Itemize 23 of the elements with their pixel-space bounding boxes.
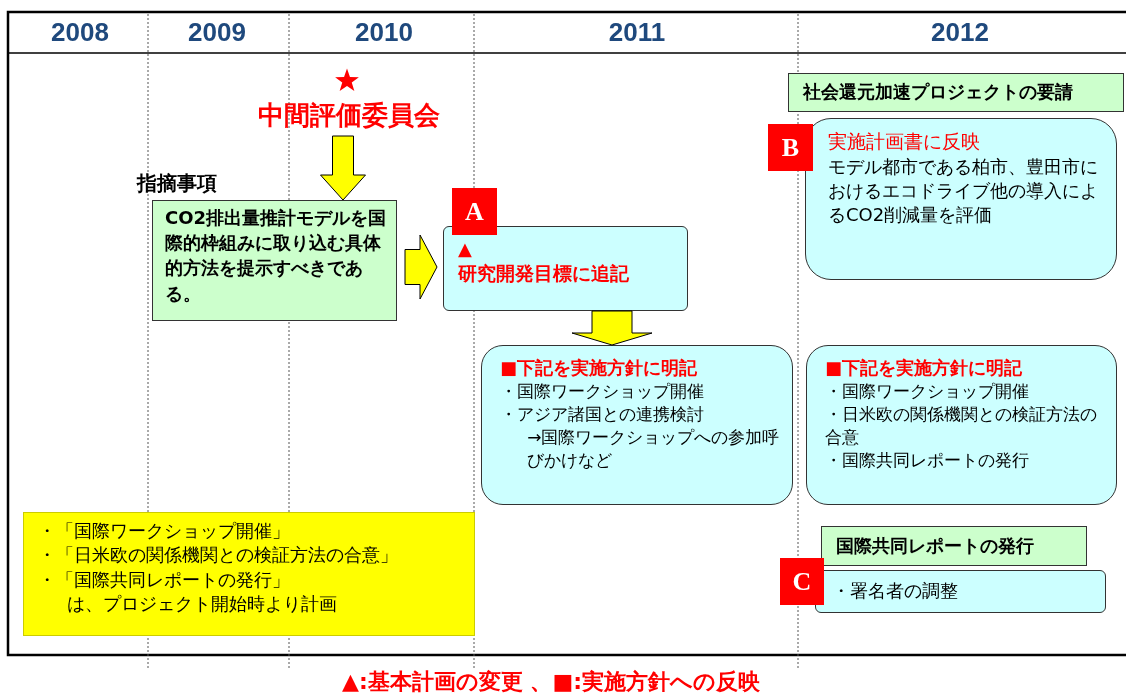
heading-box: 国際共同レポートの発行 xyxy=(821,526,1087,566)
year-label: 2010 xyxy=(355,17,413,48)
rounded-box: ▲ 研究開発目標に追記 xyxy=(443,226,688,311)
year-label: 2011 xyxy=(608,17,666,48)
rounded-box: ■下記を実施方針に明記 ・国際ワークショップ開催 ・日米欧の関係機関との検証方法の合意 ・国際共同レポートの発行 xyxy=(806,345,1117,505)
block-arrow xyxy=(571,310,653,346)
year-label: 2008 xyxy=(51,17,109,48)
note-box: ・「国際ワークショップ開催」 ・「日米欧の関係機関との検証方法の合意」 ・「国際共同レポートの発行」 は、プロジェクト開始時より計画 xyxy=(23,512,475,636)
legend-text: ▲:基本計画の変更 、■:実施方針への反映 xyxy=(342,668,760,695)
year-label: 2012 xyxy=(931,17,989,48)
block-arrow xyxy=(404,234,438,300)
block-arrow xyxy=(320,135,366,201)
event-title: 中間評価委員会 xyxy=(238,98,460,136)
heading-box: 社会還元加速プロジェクトの要請 xyxy=(788,73,1124,112)
rounded-box: 実施計画書に反映 モデル都市である柏市、豊田市におけるエコドライブ他の導入によるCO2削減量を評価 xyxy=(805,118,1117,280)
letter-badge: A xyxy=(452,188,497,235)
rounded-box: ■下記を実施方針に明記 ・国際ワークショップ開催 ・アジア諸国との連携検討 →国際ワークショップへの参加呼びかけなど xyxy=(481,345,793,505)
rounded-box: ・署名者の調整 xyxy=(815,570,1106,613)
note-box: CO2排出量推計モデルを国際的枠組みに取り込む具体的方法を提示すべきである。 xyxy=(152,200,397,321)
letter-badge: C xyxy=(780,558,824,605)
letter-badge: B xyxy=(768,124,813,171)
year-label: 2009 xyxy=(188,17,246,48)
heading-text: 指摘事項 xyxy=(137,170,217,197)
